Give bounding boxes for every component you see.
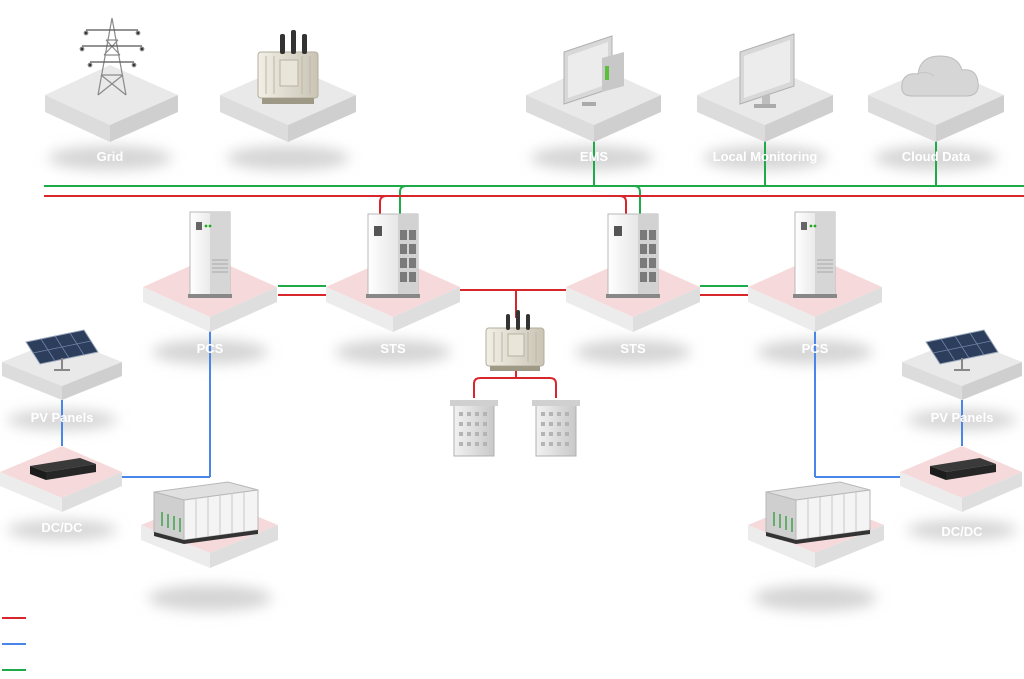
ems-label: EMS [580, 149, 609, 164]
grid-label: Grid [97, 149, 124, 164]
battery-container-icon [153, 481, 259, 544]
cloud-data-label: Cloud Data [902, 149, 971, 164]
transformer-icon [485, 310, 545, 371]
monitor-icon [739, 33, 795, 108]
transformer-icon [257, 30, 319, 104]
sts-cabinet-icon [606, 213, 660, 298]
sts-left-label: STS [380, 341, 406, 356]
dcdc-converter-icon [930, 458, 996, 480]
pv-panels-left-label: PV Panels [31, 410, 94, 425]
ac-lines [44, 195, 1024, 398]
node-labels: Grid EMS Local Monitoring Cloud Data PCS… [31, 149, 994, 539]
dcdc-left-label: DC/DC [41, 520, 83, 535]
dcdc-converter-icon [30, 458, 96, 480]
building-icon [450, 400, 498, 457]
monitor-icon [563, 35, 624, 106]
sts-right-label: STS [620, 341, 646, 356]
legend [2, 617, 26, 671]
pv-panels-right-label: PV Panels [931, 410, 994, 425]
comm-lines [44, 140, 1024, 287]
pcs-right-label: PCS [802, 341, 829, 356]
dc-lines [61, 330, 963, 478]
cloud-icon [901, 55, 979, 97]
battery-container-icon [765, 481, 871, 544]
pcs-cabinet-icon [188, 211, 232, 298]
pcs-left-label: PCS [197, 341, 224, 356]
local-monitoring-label: Local Monitoring [713, 149, 818, 164]
transmission-tower-icon [79, 17, 145, 96]
dcdc-right-label: DC/DC [941, 524, 983, 539]
sts-cabinet-icon [366, 213, 420, 298]
solar-panel-icon [25, 329, 99, 371]
building-icon [532, 400, 580, 457]
pcs-cabinet-icon [793, 211, 837, 298]
solar-panel-icon [925, 329, 999, 371]
